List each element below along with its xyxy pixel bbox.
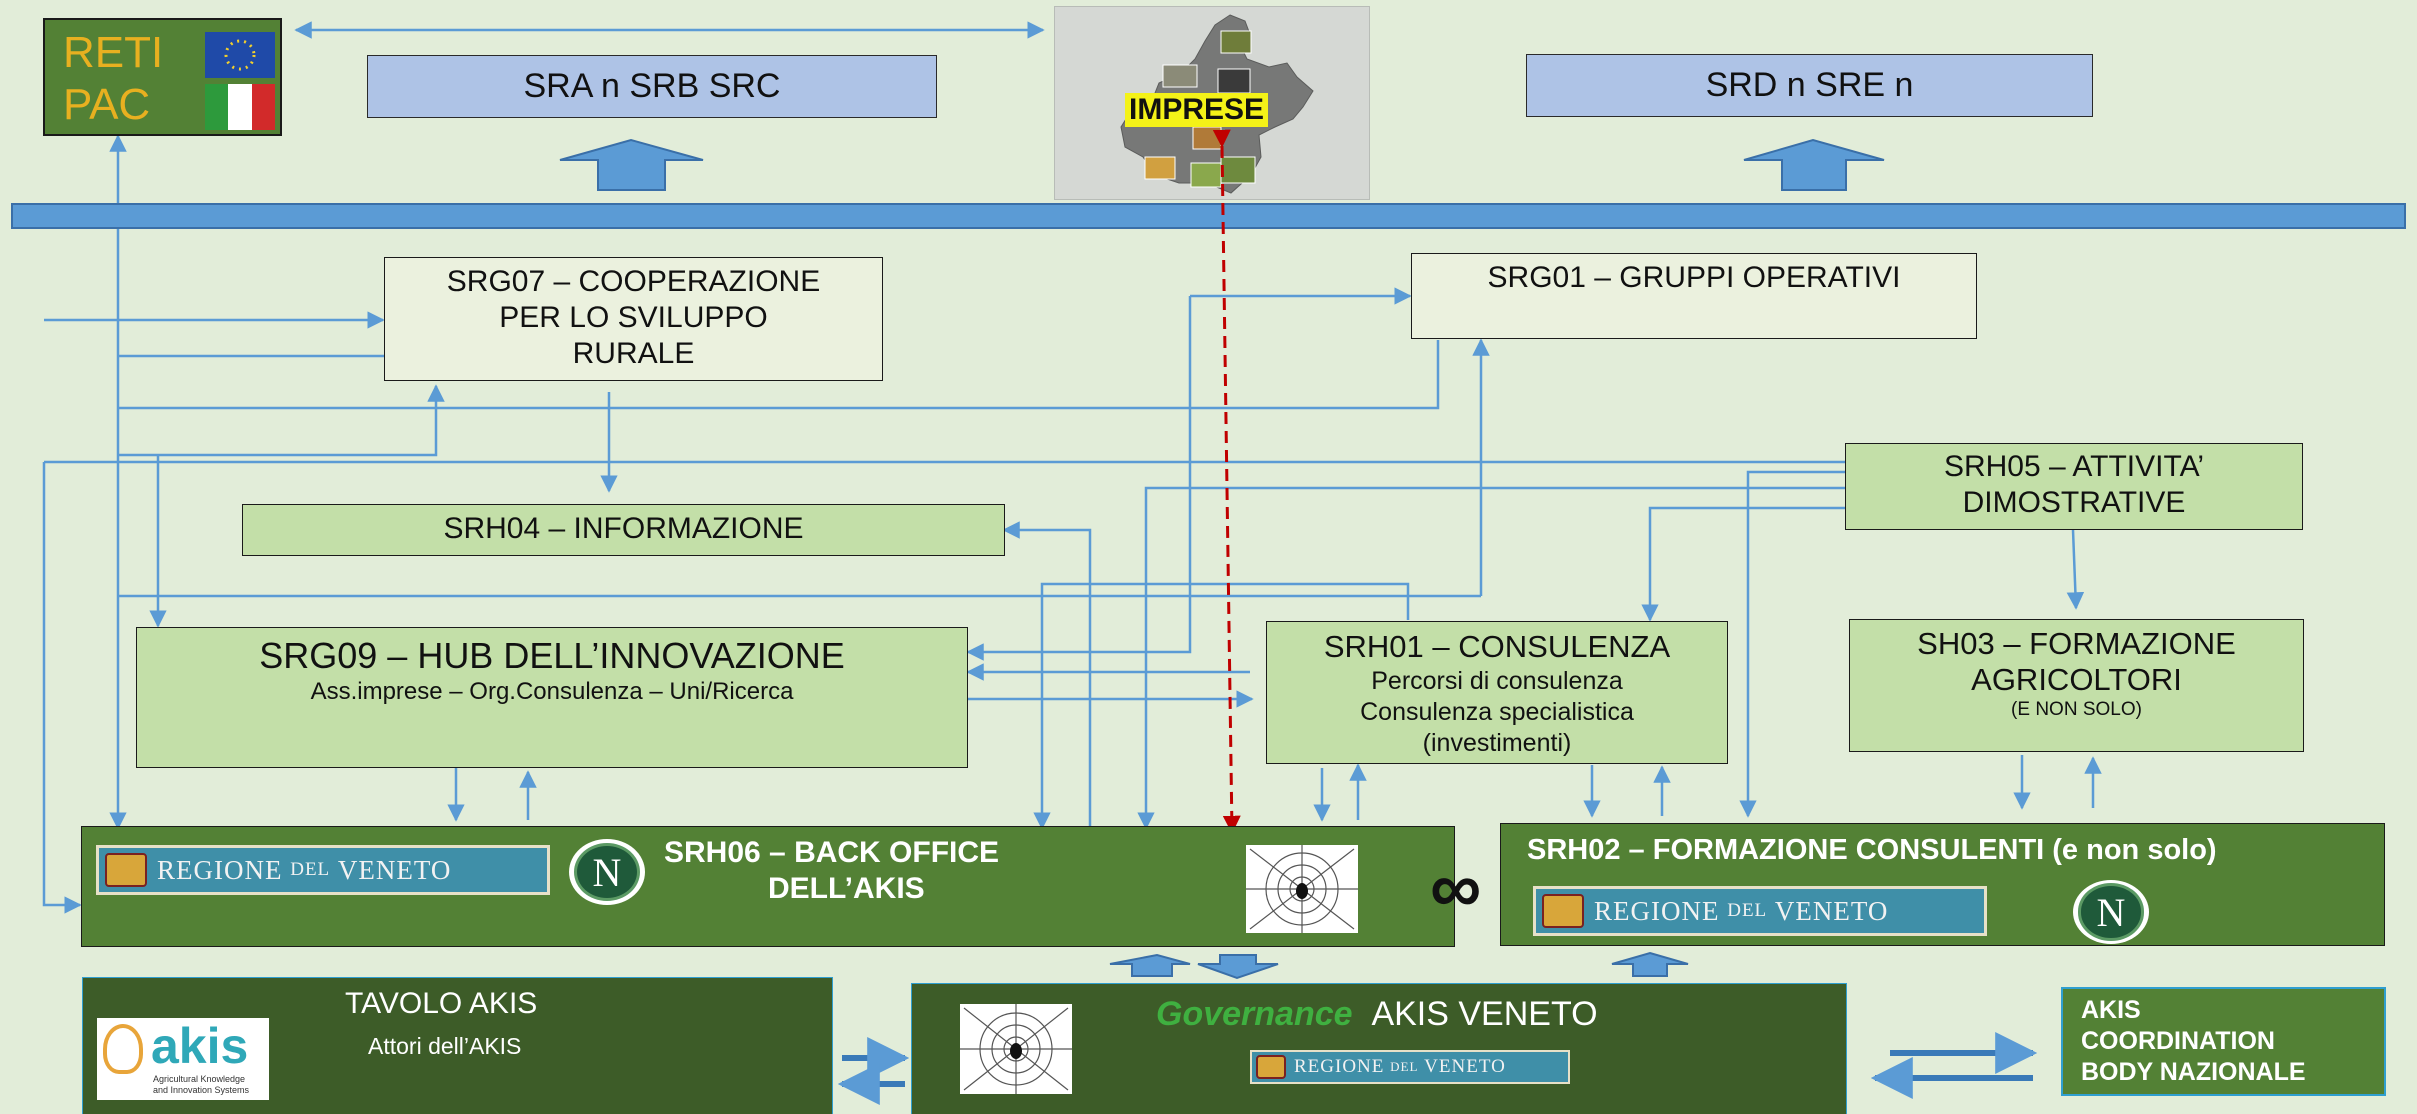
srh06-line2: DELL’AKIS — [768, 872, 925, 905]
tavolo-title: TAVOLO AKIS — [345, 987, 538, 1020]
reti-pac-line1: RETI — [63, 28, 164, 77]
line-srh05-to-srh01 — [1641, 506, 1845, 622]
srg07-line1: SRG07 – COOPERAZIONE — [446, 265, 821, 298]
srd-sre-box[interactable]: SRD n SRE n — [1526, 54, 2093, 117]
coordination-line1: AKIS — [2081, 996, 2141, 1024]
regione-word: REGIONE — [1594, 895, 1720, 926]
eu-flag-icon — [205, 32, 275, 78]
del-word: DEL — [290, 859, 331, 880]
srh02-label: SRH02 – FORMAZIONE CONSULENTI (e non sol… — [1527, 834, 2217, 866]
tavolo-subtitle: Attori dell’AKIS — [368, 1033, 522, 1059]
srh01-line3: (investimenti) — [1422, 729, 1572, 757]
lion-icon — [1542, 894, 1584, 928]
regione-word: REGIONE — [1294, 1056, 1385, 1077]
sh03-box[interactable]: SH03 – FORMAZIONE AGRICOLTORI (E NON SOL… — [1849, 619, 2304, 752]
sh03-line1: SH03 – FORMAZIONE — [1917, 626, 2236, 661]
regione-veneto-logo-3: REGIONE DEL VENETO — [1250, 1050, 1570, 1084]
sra-srb-src-label: SRA n SRB SRC — [523, 67, 781, 105]
spider-web-icon-2 — [960, 1004, 1072, 1094]
governance-box[interactable]: Governance AKIS VENETO REGIONE DEL VENET… — [911, 983, 1847, 1114]
line-srg07-up — [118, 384, 445, 457]
central-band — [11, 203, 2406, 229]
srg07-line2: PER LO SVILUPPO — [499, 301, 768, 334]
sh03-line2: AGRICOLTORI — [1971, 662, 2182, 697]
regione-veneto-logo: REGIONE DEL VENETO — [96, 845, 550, 895]
spider-web-icon — [1246, 845, 1358, 933]
line-srh05-to-srh06 — [1137, 486, 1845, 830]
medal-logo: N — [569, 839, 645, 905]
fat-arrow-srabc — [559, 138, 704, 191]
del-word: DEL — [1727, 900, 1768, 921]
fat-arrow-srde — [1743, 138, 1885, 191]
srh01-line2: Consulenza specialistica — [1360, 698, 1634, 726]
governance-rest: AKIS VENETO — [1371, 995, 1598, 1033]
medal-logo-2: N — [2073, 880, 2149, 944]
imprese-map[interactable]: IMPRESE — [1054, 6, 1370, 200]
srg01-box[interactable]: SRG01 – GRUPPI OPERATIVI — [1411, 253, 1977, 339]
srh06-line1: SRH06 – BACK OFFICE — [664, 836, 1000, 869]
veneto-word: VENETO — [1774, 895, 1889, 926]
regione-word: REGIONE — [157, 854, 283, 885]
line-srg09-srg01 — [966, 296, 1192, 661]
tavolo-akis-box[interactable]: TAVOLO AKIS Attori dell’AKIS akis Agricu… — [82, 977, 833, 1114]
srh01-line1: Percorsi di consulenza — [1371, 667, 1623, 695]
srg07-box[interactable]: SRG07 – COOPERAZIONE PER LO SVILUPPO RUR… — [384, 257, 883, 381]
imprese-label: IMPRESE — [1125, 93, 1269, 127]
coordination-line2: COORDINATION — [2081, 1027, 2275, 1055]
srg09-subtitle: Ass.imprese – Org.Consulenza – Uni/Ricer… — [310, 678, 794, 705]
medal-letter: N — [573, 842, 641, 902]
lion-icon — [1256, 1055, 1286, 1079]
reti-pac-box[interactable]: RETI PAC — [43, 18, 282, 136]
governance-title: Governance AKIS VENETO — [1156, 994, 1598, 1034]
medal-letter: N — [2077, 883, 2145, 941]
sra-srb-src-box[interactable]: SRA n SRB SRC — [367, 55, 937, 118]
line-srh05-to-srh02 — [1739, 470, 1845, 818]
srh05-line1: SRH05 – ATTIVITA’ — [1943, 450, 2205, 483]
coordination-line3: BODY NAZIONALE — [2081, 1058, 2306, 1086]
srh05-line2: DIMOSTRATIVE — [1962, 486, 2186, 519]
veneto-word: VENETO — [337, 854, 452, 885]
srh01-title: SRH01 – CONSULENZA — [1323, 629, 1671, 664]
srd-sre-label: SRD n SRE n — [1705, 66, 1914, 104]
line-srh04-back — [1002, 521, 1092, 828]
del-word: DEL — [1390, 1059, 1419, 1074]
infinity-icon: ∞ — [1430, 848, 1482, 928]
italy-flag-icon — [205, 84, 275, 130]
srg09-title: SRG09 – HUB DELL’INNOVAZIONE — [259, 635, 845, 676]
srg07-line3: RURALE — [572, 337, 695, 370]
governance-italic: Governance — [1156, 995, 1353, 1033]
srh02-box[interactable]: SRH02 – FORMAZIONE CONSULENTI (e non sol… — [1500, 823, 2385, 946]
srh04-box[interactable]: SRH04 – INFORMAZIONE — [242, 504, 1005, 556]
akis-tagline1: Agricultural Knowledge — [153, 1074, 246, 1084]
veneto-word: VENETO — [1424, 1056, 1506, 1077]
regione-veneto-logo-2: REGIONE DEL VENETO — [1533, 886, 1987, 936]
akis-logo: akis Agricultural Knowledge and Innovati… — [97, 1018, 269, 1100]
line-srh05-to-sh03 — [2066, 529, 2085, 610]
srh01-box[interactable]: SRH01 – CONSULENZA Percorsi di consulenz… — [1266, 621, 1728, 764]
lightbulb-icon — [103, 1024, 143, 1074]
sh03-line3: (E NON SOLO) — [2011, 699, 2142, 720]
reti-pac-line2: PAC — [63, 80, 151, 129]
akis-coordination-box[interactable]: AKIS COORDINATION BODY NAZIONALE — [2061, 987, 2386, 1096]
line-left-to-srh06 — [42, 462, 82, 914]
srh06-box[interactable]: REGIONE DEL VENETO N SRH06 – BACK OFFICE… — [81, 826, 1455, 947]
akis-word: akis — [151, 1018, 249, 1074]
lion-icon — [105, 853, 147, 887]
srh05-box[interactable]: SRH05 – ATTIVITA’ DIMOSTRATIVE — [1845, 443, 2303, 530]
akis-tagline2: and Innovation Systems — [153, 1085, 250, 1095]
srh04-label: SRH04 – INFORMAZIONE — [443, 512, 804, 545]
srg09-box[interactable]: SRG09 – HUB DELL’INNOVAZIONE Ass.imprese… — [136, 627, 968, 768]
srg01-label: SRG01 – GRUPPI OPERATIVI — [1487, 261, 1901, 294]
line-to-srg01 — [118, 340, 1440, 410]
